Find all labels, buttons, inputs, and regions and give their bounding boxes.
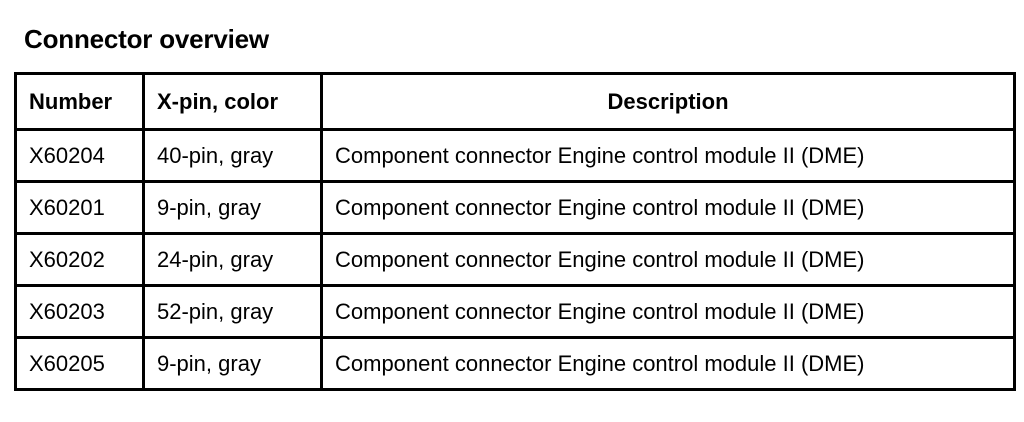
cell-description: Component connector Engine control modul… <box>320 232 1016 287</box>
cell-xpin-color: 24-pin, gray <box>142 232 323 287</box>
cell-number: X60205 <box>14 336 145 391</box>
cell-number: X60203 <box>14 284 145 339</box>
table-header-row: Number X-pin, color Description <box>14 72 1016 131</box>
column-header-description: Description <box>320 72 1016 131</box>
table-row: X60205 9-pin, gray Component connector E… <box>14 336 1016 391</box>
column-header-xpin-color: X-pin, color <box>142 72 323 131</box>
cell-description: Component connector Engine control modul… <box>320 128 1016 183</box>
cell-xpin-color: 40-pin, gray <box>142 128 323 183</box>
cell-number: X60201 <box>14 180 145 235</box>
connector-overview-table: Number X-pin, color Description X60204 4… <box>14 72 1016 391</box>
cell-description: Component connector Engine control modul… <box>320 180 1016 235</box>
cell-description: Component connector Engine control modul… <box>320 336 1016 391</box>
table-row: X60201 9-pin, gray Component connector E… <box>14 180 1016 235</box>
cell-xpin-color: 9-pin, gray <box>142 180 323 235</box>
connector-overview-table-wrapper: Number X-pin, color Description X60204 4… <box>14 72 1016 391</box>
table-row: X60204 40-pin, gray Component connector … <box>14 128 1016 183</box>
table-row: X60203 52-pin, gray Component connector … <box>14 284 1016 339</box>
cell-number: X60202 <box>14 232 145 287</box>
column-header-number: Number <box>14 72 145 131</box>
table-row: X60202 24-pin, gray Component connector … <box>14 232 1016 287</box>
cell-description: Component connector Engine control modul… <box>320 284 1016 339</box>
table-body: X60204 40-pin, gray Component connector … <box>14 128 1016 391</box>
cell-number: X60204 <box>14 128 145 183</box>
cell-xpin-color: 52-pin, gray <box>142 284 323 339</box>
table-header: Number X-pin, color Description <box>14 72 1016 131</box>
page-title: Connector overview <box>24 24 269 55</box>
cell-xpin-color: 9-pin, gray <box>142 336 323 391</box>
